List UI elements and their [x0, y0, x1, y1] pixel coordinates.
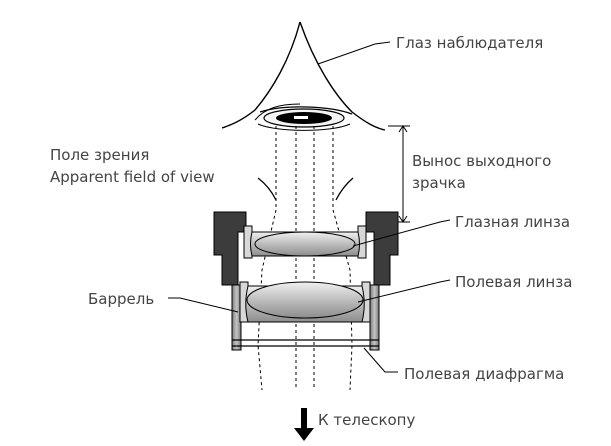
field-stop: [232, 339, 379, 347]
eye-relief-dimension: [388, 125, 410, 223]
field-lens: [245, 281, 365, 323]
eye-relief-label-line1: Вынос выходного: [412, 152, 552, 170]
field-of-view-arcs: [257, 177, 354, 201]
eye-relief-label-line2: зрачка: [412, 174, 466, 192]
barrel-label: Баррель: [88, 290, 155, 308]
eye-lens: [250, 231, 360, 257]
field-stop-label: Полевая диафрагма: [404, 365, 565, 383]
to-telescope-label: К телескопу: [318, 411, 416, 429]
eye-lens-label: Глазная линза: [455, 213, 571, 231]
field-of-view-label-en: Apparent field of view: [50, 168, 215, 186]
field-of-view-label-ru: Поле зрения: [50, 146, 150, 164]
leader-lines: [168, 41, 451, 373]
observer-eye-label: Глаз наблюдателя: [396, 34, 544, 52]
light-paths: [257, 126, 353, 391]
field-lens-label: Полевая линза: [455, 273, 573, 291]
observer-eye: [221, 21, 386, 131]
down-arrow-icon: [294, 408, 314, 441]
